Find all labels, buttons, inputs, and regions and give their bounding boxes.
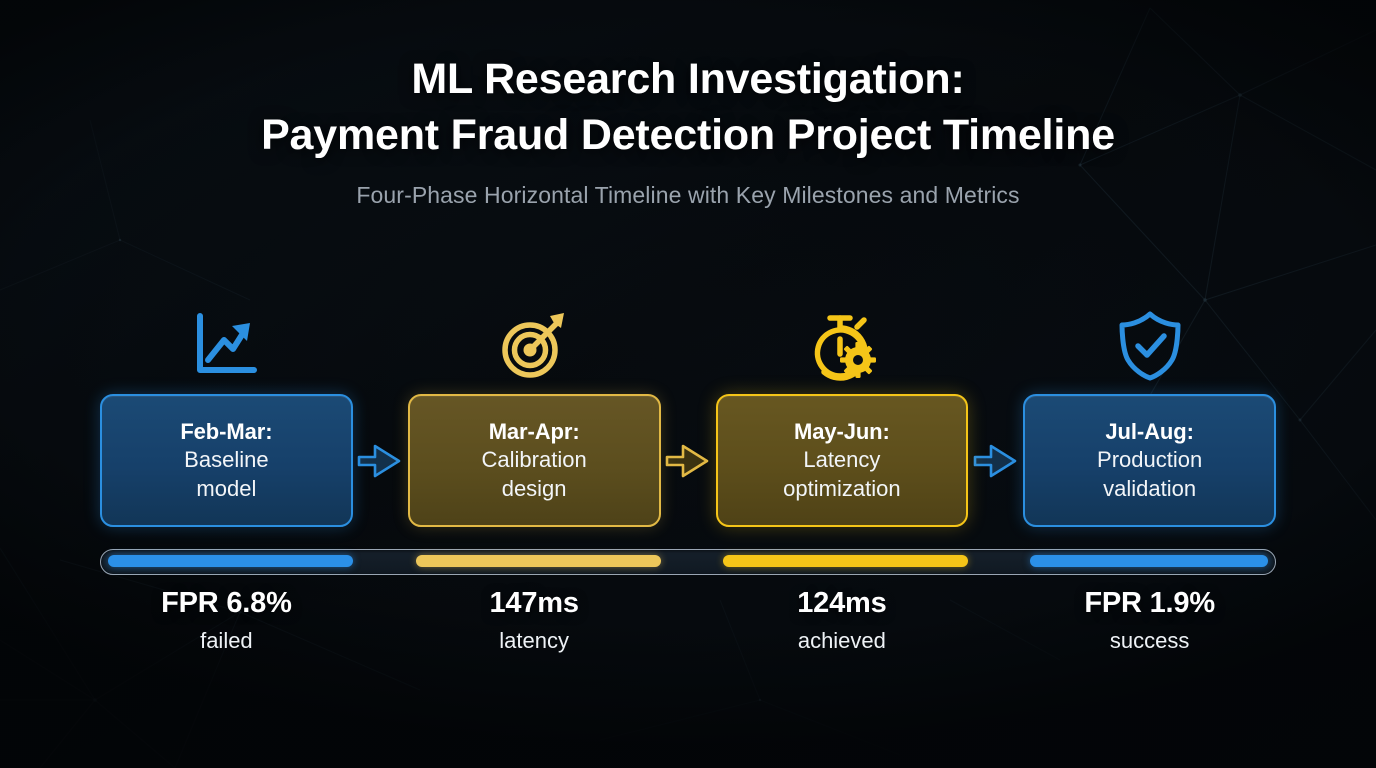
phase-desc-2-line2: design bbox=[501, 475, 567, 501]
phase-card-1[interactable]: Feb-Mar: Baseline model bbox=[100, 394, 353, 527]
phase-desc-4-line1: Production bbox=[1097, 447, 1203, 473]
phase-period-4: Jul-Aug: bbox=[1105, 419, 1194, 445]
metric-label-3: achieved bbox=[797, 627, 886, 653]
metric-label-2: latency bbox=[499, 627, 569, 653]
metric-gap-1 bbox=[353, 585, 408, 655]
phase-desc-3-line2: optimization bbox=[783, 475, 901, 501]
phase-icon-cell-2 bbox=[408, 306, 661, 382]
metric-label-4: success bbox=[1109, 627, 1190, 653]
timeline-progress-bar bbox=[100, 549, 1276, 575]
metric-label-1: failed bbox=[200, 627, 253, 653]
metric-value-3: 124ms bbox=[797, 587, 887, 619]
phase-desc-2-line1: Calibration bbox=[481, 447, 587, 473]
progress-segment-1 bbox=[108, 555, 353, 567]
phase-desc-4-line2: validation bbox=[1103, 475, 1197, 501]
phase-cards-row: Feb-Mar: Baseline model Mar-Apr: Calibra… bbox=[100, 394, 1276, 527]
trending-up-chart-icon bbox=[197, 313, 258, 373]
metric-value-4: FPR 1.9% bbox=[1084, 587, 1215, 619]
metric-3: 124ms achieved bbox=[716, 585, 969, 655]
metric-gap-3 bbox=[968, 585, 1023, 655]
phase-desc-1-line2: model bbox=[196, 475, 257, 501]
phase-icon-cell-1 bbox=[100, 306, 353, 382]
metric-1: FPR 6.8% failed bbox=[100, 585, 353, 655]
phase-card-3[interactable]: May-Jun: Latency optimization bbox=[715, 394, 969, 527]
metric-2: 147ms latency bbox=[408, 585, 661, 655]
phase-card-2[interactable]: Mar-Apr: Calibration design bbox=[407, 394, 661, 527]
header: ML Research Investigation: Payment Fraud… bbox=[0, 0, 1376, 209]
phase-icons-row bbox=[100, 286, 1276, 382]
connector-3 bbox=[968, 394, 1023, 527]
metric-4: FPR 1.9% success bbox=[1023, 585, 1276, 655]
phase-icon-cell-4 bbox=[1023, 306, 1276, 382]
title-line-1: ML Research Investigation: bbox=[411, 55, 965, 103]
progress-segment-2 bbox=[416, 555, 661, 567]
arrow-right-icon bbox=[973, 444, 1017, 477]
connector-1 bbox=[353, 394, 408, 527]
timeline: Feb-Mar: Baseline model Mar-Apr: Calibra… bbox=[100, 286, 1276, 527]
stopwatch-gear-icon bbox=[814, 315, 876, 381]
metric-value-2: 147ms bbox=[489, 587, 579, 619]
shield-check-icon bbox=[1119, 311, 1181, 381]
arrow-right-icon bbox=[357, 444, 401, 477]
connector-2 bbox=[661, 394, 716, 527]
phase-period-3: May-Jun: bbox=[793, 419, 890, 445]
metrics-row: FPR 6.8% failed 147ms latency 124ms achi… bbox=[100, 585, 1276, 655]
metric-value-1: FPR 6.8% bbox=[161, 587, 292, 619]
phase-desc-1-line1: Baseline bbox=[184, 447, 269, 473]
phase-period-2: Mar-Apr: bbox=[488, 419, 580, 445]
target-bullseye-icon bbox=[502, 313, 565, 378]
phase-desc-3-line1: Latency bbox=[803, 447, 881, 473]
page-subtitle: Four-Phase Horizontal Timeline with Key … bbox=[356, 181, 1020, 208]
phase-period-1: Feb-Mar: bbox=[180, 419, 273, 445]
arrow-right-icon bbox=[665, 444, 709, 477]
phase-icon-cell-3 bbox=[716, 306, 969, 382]
metric-gap-2 bbox=[661, 585, 716, 655]
phase-card-4[interactable]: Jul-Aug: Production validation bbox=[1023, 394, 1276, 527]
progress-segment-4 bbox=[1030, 555, 1268, 567]
page-title: ML Research Investigation: Payment Fraud… bbox=[0, 52, 1376, 164]
progress-segment-3 bbox=[723, 555, 968, 567]
title-line-2: Payment Fraud Detection Project Timeline bbox=[261, 110, 1115, 159]
